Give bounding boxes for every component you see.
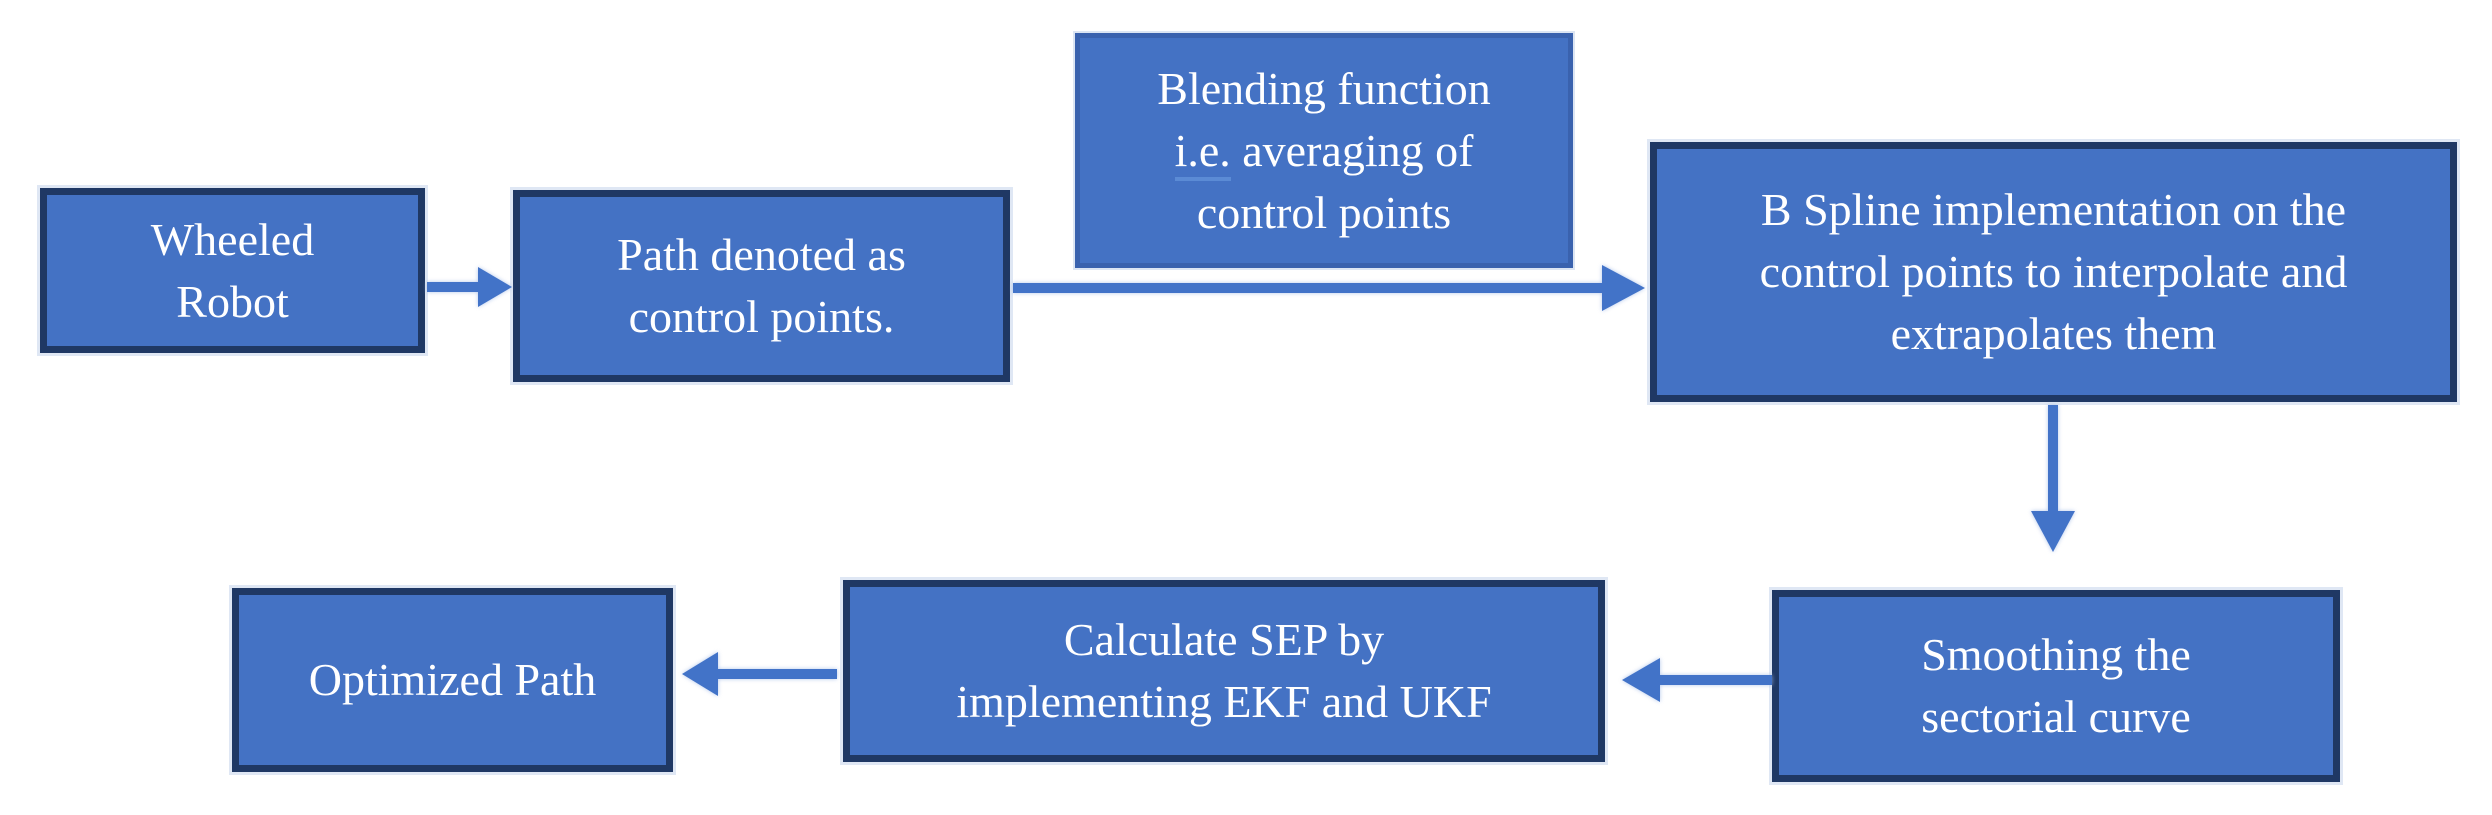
node-wheeled-robot: Wheeled Robot bbox=[40, 188, 425, 353]
node-label-line: extrapolates them bbox=[1890, 308, 2217, 359]
node-label-line: Wheeled bbox=[150, 213, 315, 265]
node-calculate-sep: Calculate SEP by implementing EKF and UK… bbox=[843, 580, 1605, 762]
arrow-shaft bbox=[716, 669, 837, 679]
arrow-wheeled-robot-to-path-icon bbox=[427, 267, 512, 307]
node-blending-function: Blending function i.e. averaging of cont… bbox=[1075, 33, 1573, 268]
node-optimized-path: Optimized Path bbox=[232, 588, 673, 772]
node-label-line: implementing EKF and UKF bbox=[956, 676, 1492, 727]
arrow-head-left-icon bbox=[682, 652, 718, 696]
node-smoothing-sectorial-curve: Smoothing the sectorial curve bbox=[1772, 590, 2340, 782]
node-label-line: Blending function bbox=[1157, 62, 1491, 114]
arrow-head-right-icon bbox=[1602, 265, 1645, 311]
arrow-calculate-sep-to-optimized-path-icon bbox=[682, 652, 837, 696]
node-label-line: control points bbox=[1196, 186, 1452, 238]
node-label-line: Optimized Path bbox=[308, 654, 597, 705]
node-label-line: sectorial curve bbox=[1921, 691, 2191, 742]
arrow-head-left-icon bbox=[1622, 658, 1660, 702]
node-label-line: control points to interpolate and bbox=[1759, 246, 2348, 297]
node-label-line: Robot bbox=[176, 275, 289, 327]
arrow-shaft bbox=[427, 282, 482, 292]
arrow-head-right-icon bbox=[478, 267, 512, 307]
node-label-line-rest: averaging of bbox=[1230, 124, 1474, 176]
arrow-head-down-icon bbox=[2031, 511, 2075, 552]
arrow-shaft bbox=[1658, 675, 1772, 685]
arrow-smoothing-to-calculate-sep-icon bbox=[1622, 658, 1772, 702]
ie-underlined-text: i.e. bbox=[1174, 124, 1231, 181]
node-label-line: control points. bbox=[628, 291, 895, 342]
node-label-line: B Spline implementation on the bbox=[1760, 184, 2347, 235]
node-label-line: Path denoted as bbox=[617, 229, 906, 280]
arrow-shaft bbox=[2048, 405, 2058, 515]
node-path-control-points: Path denoted as control points. bbox=[513, 190, 1010, 382]
arrow-shaft bbox=[1013, 283, 1608, 293]
arrow-path-to-b-spline-icon bbox=[1013, 265, 1645, 311]
node-b-spline-implementation: B Spline implementation on the control p… bbox=[1650, 142, 2457, 402]
node-label-line: Smoothing the bbox=[1921, 629, 2191, 680]
node-label-line: Calculate SEP by bbox=[1063, 614, 1385, 665]
node-label-line: i.e. averaging of bbox=[1174, 120, 1474, 182]
arrow-b-spline-to-smoothing-icon bbox=[2031, 405, 2075, 552]
